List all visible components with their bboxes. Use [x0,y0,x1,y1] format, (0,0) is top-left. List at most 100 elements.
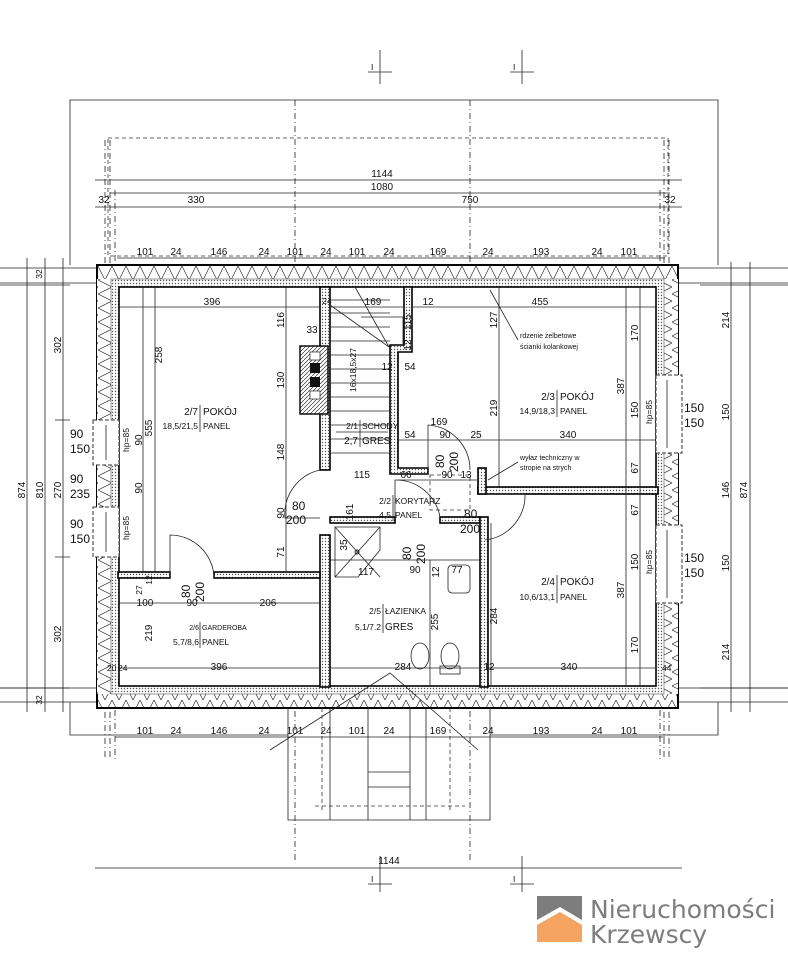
doors [169,424,526,579]
dimension-label: 115 [354,470,370,481]
dimension-label: 200 [286,513,306,527]
dimension-label: 24 [383,247,395,258]
dimension-label: hp=85 [121,428,131,452]
dim-overall: 1144 [378,856,400,867]
dimension-label: 117 [358,567,374,578]
right-dimensions: 874 214 150 146 150 214 150 150 150 150 … [644,262,788,712]
dimension-label: 2/7 [184,407,198,418]
dimension-label: 12 [403,339,414,351]
section-label: I [371,62,373,72]
dimension-label: 101 [349,247,366,258]
dimension-label: 146 [211,726,228,737]
dimension-label: 255 [430,613,441,630]
dimension-label: 44 [662,663,672,673]
toilet [440,642,460,670]
dimension-label: 4,5 [379,510,391,520]
dimension-label: 67 [630,504,641,516]
dimension-label: 2,7 [344,436,358,447]
dimension-label: 235 [70,487,90,501]
dimension-label: 101 [621,247,638,258]
dimension-label: 150 [630,401,641,418]
dimension-label: 90 [70,472,84,486]
dimension-label: 90 [134,482,145,494]
washbasin [447,564,471,594]
logo-roof-icon [537,896,582,920]
dimension-label: 20 [107,663,117,673]
dimension-label: 302 [53,336,64,353]
dimension-label: POKÓJ [560,390,594,403]
dimension-label: 101 [137,726,154,737]
dimension-label: 150 [630,553,641,570]
dimension-label: 150 [721,403,732,420]
dimension-label: 54 [404,430,416,441]
interior-walls [117,286,659,688]
dimension-label: 25 [470,430,482,441]
dimension-label: 35 [339,539,350,551]
dimension-label: PANEL [560,592,588,602]
dimension-label: 115 [403,314,414,330]
dimension-label: 193 [533,247,550,258]
note-attic-hatch: wyłaz techniczny w [519,455,580,462]
dimension-label: PANEL [203,421,231,431]
interior-dimension-lines [119,287,656,686]
dimension-label: 302 [53,625,64,642]
dimension-label: 24 [258,247,270,258]
dimension-label: 396 [204,297,221,308]
dimension-label: 146 [211,247,228,258]
dimension-label: 101 [287,247,304,258]
dimension-label: ŁAZIENKA [385,606,426,616]
window-left [92,419,120,558]
note-attic-hatch: stropie na strych [520,465,571,472]
dimension-label: GARDEROBA [202,625,247,632]
dimension-label: 200 [193,582,207,602]
dimension-label: 33 [306,325,318,336]
dim-seg: 750 [462,195,479,206]
dimension-label: 200 [414,544,428,564]
dimension-label: 14,9/18,3 [520,406,556,416]
dimension-label: 80 [464,507,478,521]
dimension-label: 455 [532,297,549,308]
note-core: ścianki kolankowej [520,344,578,351]
dim-eave: 32 [98,195,110,206]
dimension-label: hp=85 [644,400,654,424]
logo-house-icon [537,912,582,942]
dimension-label: 90 [276,507,287,519]
dimension-label: 340 [561,662,578,673]
dimension-label: 2/4 [541,577,555,588]
facade-dims-top: 101 24 146 24 101 24 101 24 169 24 193 2… [137,247,638,258]
dimension-label: 90 [439,430,451,441]
dimension-label: 214 [721,311,732,328]
dimension-label: 193 [533,726,550,737]
dimension-label: 150 [684,551,704,565]
dimension-label: 24 [320,726,332,737]
dimension-label: 80 [433,454,447,468]
dimension-label: 169 [431,417,448,428]
entrance-canopy [269,672,491,821]
dimension-label: 161 [345,503,356,520]
dimension-label: 101 [287,726,304,737]
dimension-label: 170 [630,636,641,653]
dim-seg: 330 [188,195,205,206]
dimension-label: 387 [616,377,627,394]
dimension-label: 219 [489,399,500,416]
dimension-label: 24 [482,247,494,258]
dimension-label: 90 [70,517,84,531]
bottom-dimensions: 101 24 146 24 101 24 101 24 169 24 193 2… [95,726,682,869]
dim-eave: 32 [664,195,676,206]
dimension-label: 2/6 [189,625,199,632]
window-right [655,374,683,604]
dimension-label: 12 [431,566,442,578]
dimension-label: 24 [118,663,128,673]
bathroom-fixtures [334,526,471,675]
section-label: I [513,874,515,884]
attic-hatch [429,474,471,511]
dimension-label: 90 [186,598,198,609]
dimension-label: 24 [591,726,603,737]
dimension-label: 66 [400,470,412,481]
